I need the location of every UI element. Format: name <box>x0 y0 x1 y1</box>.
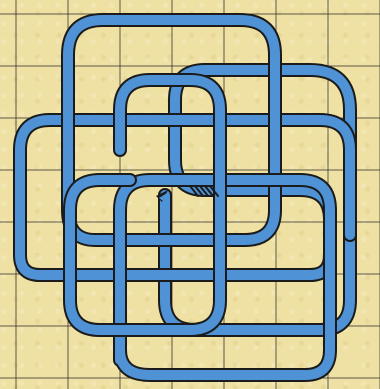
knot-rope[interactable] <box>20 20 350 375</box>
